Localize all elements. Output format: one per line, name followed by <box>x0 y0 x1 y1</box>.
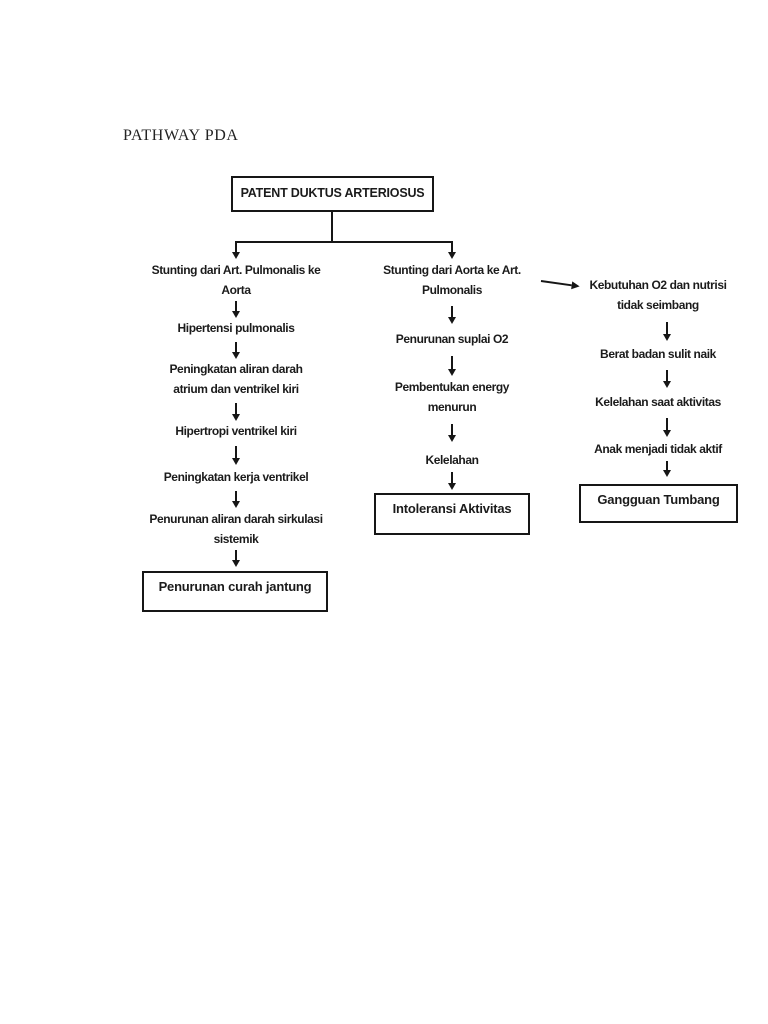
down-arrow <box>235 446 237 458</box>
flow-node-left-3: Peningkatan aliran darah atrium dan vent… <box>116 359 356 399</box>
flow-node-left-6: Penurunan aliran darah sirkulasi sistemi… <box>116 509 356 549</box>
outcome-label: Intoleransi Aktivitas <box>392 501 512 516</box>
flow-node-middle-2: Penurunan suplai O2 <box>347 329 557 349</box>
flow-node-text: Pembentukan energy <box>394 380 510 394</box>
down-arrow-branch-middle <box>451 242 453 252</box>
flow-node-text: Hipertropi ventrikel kiri <box>175 424 297 438</box>
down-arrow <box>451 472 453 483</box>
flow-node-right-2: Berat badan sulit naik <box>548 344 768 364</box>
outcome-box-gangguan-tumbang: Gangguan Tumbang <box>579 484 738 523</box>
outcome-label: Gangguan Tumbang <box>597 492 720 507</box>
down-arrow <box>235 403 237 414</box>
flow-node-left-2: Hipertensi pulmonalis <box>116 318 356 338</box>
flow-node-text: Penurunan aliran darah sirkulasi <box>149 512 323 526</box>
outcome-label: Penurunan curah jantung <box>158 579 312 594</box>
flow-node-text: Stunting dari Aorta ke Art. <box>383 263 521 277</box>
down-arrow <box>235 342 237 352</box>
flow-node-middle-3: Pembentukan energy menurun <box>347 377 557 417</box>
flow-node-text: Kebutuhan O2 dan nutrisi <box>589 278 727 292</box>
down-arrow <box>451 306 453 317</box>
outcome-box-penurunan-curah-jantung: Penurunan curah jantung <box>142 571 328 612</box>
flow-node-left-1: Stunting dari Art. Pulmonalis ke Aorta <box>116 260 356 300</box>
flow-node-left-4: Hipertropi ventrikel kiri <box>116 421 356 441</box>
flow-node-text: Stunting dari Art. Pulmonalis ke <box>151 263 321 277</box>
down-arrow <box>666 461 668 470</box>
down-arrow <box>235 301 237 311</box>
flow-node-right-4: Anak menjadi tidak aktif <box>548 439 768 459</box>
page-title: PATHWAY PDA <box>123 127 239 144</box>
flow-node-text: Anak menjadi tidak aktif <box>594 442 722 456</box>
flow-node-middle-1: Stunting dari Aorta ke Art. Pulmonalis <box>347 260 557 300</box>
flow-node-text: Pulmonalis <box>421 283 482 297</box>
flow-node-text: Kelelahan <box>425 453 479 467</box>
flow-node-text: Hipertensi pulmonalis <box>177 321 295 335</box>
flow-node-text: Peningkatan kerja ventrikel <box>163 470 309 484</box>
flow-node-text: Penurunan suplai O2 <box>395 332 509 346</box>
flow-node-right-3: Kelelahan saat aktivitas <box>548 392 768 412</box>
down-arrow-branch-left <box>235 242 237 252</box>
flow-node-text: Aorta <box>221 283 251 297</box>
flow-node-middle-4: Kelelahan <box>347 450 557 470</box>
outcome-box-intoleransi-aktivitas: Intoleransi Aktivitas <box>374 493 530 535</box>
down-arrow <box>451 424 453 435</box>
down-arrow <box>235 550 237 560</box>
flow-node-text: Berat badan sulit naik <box>600 347 716 361</box>
flow-node-text: tidak seimbang <box>617 298 699 312</box>
flow-node-text: Peningkatan aliran darah <box>169 362 303 376</box>
down-arrow <box>235 491 237 501</box>
flow-node-left-5: Peningkatan kerja ventrikel <box>116 467 356 487</box>
connector-stem <box>331 211 333 243</box>
flow-node-right-1: Kebutuhan O2 dan nutrisi tidak seimbang <box>548 275 768 315</box>
down-arrow <box>451 356 453 369</box>
flow-node-text: sistemik <box>213 532 259 546</box>
connector-branch <box>235 241 453 243</box>
down-arrow <box>666 418 668 430</box>
root-node-label: PATENT DUKTUS ARTERIOSUS <box>240 186 425 200</box>
flow-node-text: menurun <box>427 400 477 414</box>
root-node-box: PATENT DUKTUS ARTERIOSUS <box>231 176 434 212</box>
down-arrow <box>666 370 668 381</box>
flow-node-text: atrium dan ventrikel kiri <box>173 382 299 396</box>
down-arrow <box>666 322 668 334</box>
flow-node-text: Kelelahan saat aktivitas <box>595 395 721 409</box>
